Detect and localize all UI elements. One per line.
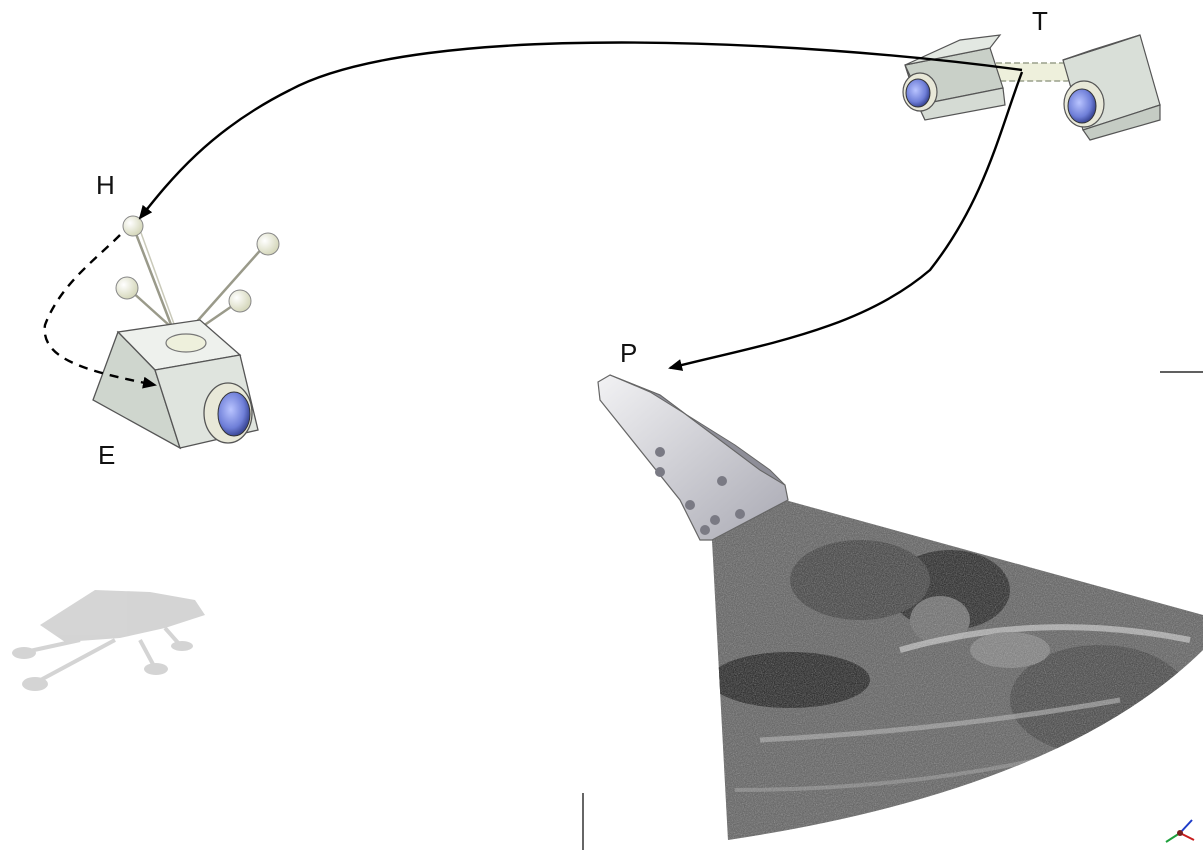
ultrasound-image	[700, 490, 1203, 850]
label-handheld-marker: H	[96, 172, 115, 198]
camera-icon	[93, 216, 279, 448]
label-tracker: T	[1032, 8, 1048, 34]
label-endoscope: E	[98, 442, 115, 468]
arrow-tracker-to-handmarker	[140, 43, 1022, 219]
label-probe: P	[620, 340, 637, 366]
marker-ball-icon	[116, 216, 279, 312]
axis-gizmo-icon	[1166, 820, 1194, 842]
arrow-tracker-to-probe	[670, 72, 1022, 368]
shadow-silhouette	[12, 590, 205, 691]
tracker-camera-icon	[903, 35, 1160, 140]
probe-icon	[598, 375, 788, 540]
